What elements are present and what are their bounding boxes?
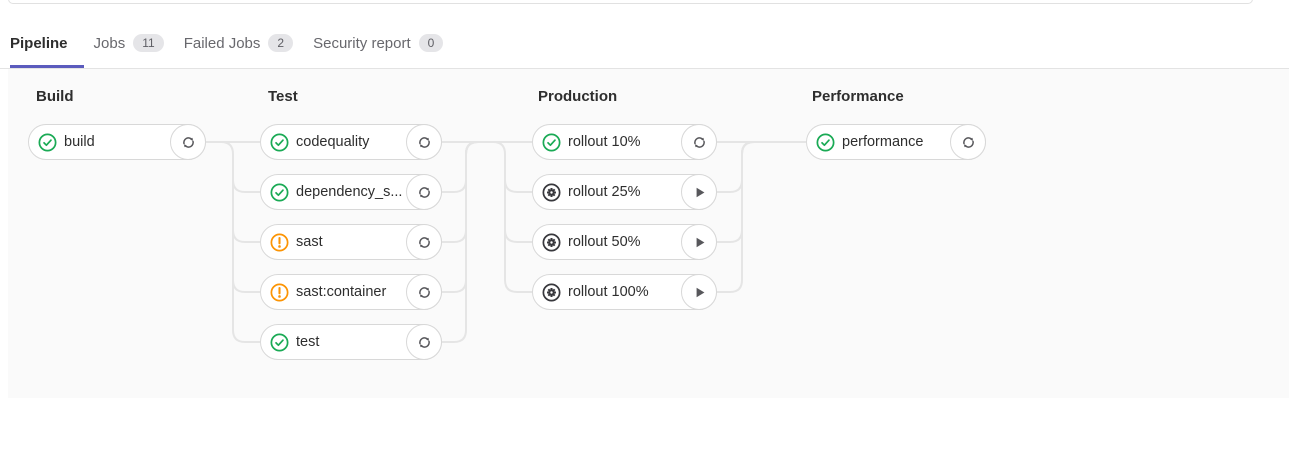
tab-pipeline-label: Pipeline [10, 35, 68, 52]
status-manual-icon [542, 183, 561, 202]
tab-failed-jobs-label: Failed Jobs [183, 34, 261, 52]
status-success-icon [542, 133, 561, 152]
retry-button[interactable] [681, 124, 717, 160]
retry-icon [417, 185, 432, 200]
pipeline-connector-lines [206, 141, 806, 343]
retry-icon [961, 135, 976, 150]
job-dependency-scanning[interactable]: dependency_s... [260, 174, 442, 210]
tab-jobs-label: Jobs [93, 34, 126, 52]
stage-title-performance: Performance [812, 88, 904, 105]
status-success-icon [270, 133, 289, 152]
play-button[interactable] [681, 174, 717, 210]
status-manual-icon [542, 283, 561, 302]
retry-button[interactable] [406, 274, 442, 310]
job-test[interactable]: test [260, 324, 442, 360]
play-icon [692, 235, 707, 250]
failed-jobs-count-badge: 2 [268, 34, 294, 52]
job-label: rollout 25% [568, 184, 641, 200]
job-codequality[interactable]: codequality [260, 124, 442, 160]
job-rollout-50[interactable]: rollout 50% [532, 224, 717, 260]
job-label: rollout 100% [568, 284, 649, 300]
play-button[interactable] [681, 224, 717, 260]
job-label: sast:container [296, 284, 387, 300]
retry-icon [417, 135, 432, 150]
tab-jobs[interactable]: Jobs 11 [84, 24, 174, 68]
pipeline-graph: Build Test Production Performance build … [8, 69, 1289, 398]
retry-icon [181, 135, 196, 150]
security-report-count-badge: 0 [418, 34, 444, 52]
jobs-count-badge: 11 [133, 34, 164, 52]
retry-icon [417, 235, 432, 250]
status-manual-icon [542, 233, 561, 252]
job-label: performance [842, 134, 924, 150]
stage-title-test: Test [268, 88, 298, 105]
retry-button[interactable] [950, 124, 986, 160]
retry-icon [692, 135, 707, 150]
job-sast[interactable]: sast [260, 224, 442, 260]
retry-button[interactable] [406, 174, 442, 210]
tab-security-report-label: Security report [313, 34, 411, 52]
job-rollout-25[interactable]: rollout 25% [532, 174, 717, 210]
status-warning-icon [270, 233, 289, 252]
job-performance[interactable]: performance [806, 124, 986, 160]
status-success-icon [816, 133, 835, 152]
stage-title-build: Build [36, 88, 74, 105]
retry-button[interactable] [170, 124, 206, 160]
tab-security-report[interactable]: Security report 0 [303, 24, 453, 68]
retry-button[interactable] [406, 324, 442, 360]
job-rollout-100[interactable]: rollout 100% [532, 274, 717, 310]
job-label: rollout 10% [568, 134, 641, 150]
stage-title-production: Production [538, 88, 618, 105]
job-label: test [296, 334, 320, 350]
job-label: sast [296, 234, 323, 250]
pipeline-tab-bar: Pipeline Jobs 11 Failed Jobs 2 Security … [0, 0, 1289, 69]
job-label: codequality [296, 134, 370, 150]
status-success-icon [38, 133, 57, 152]
retry-icon [417, 335, 432, 350]
retry-icon [417, 285, 432, 300]
play-icon [692, 285, 707, 300]
tab-failed-jobs[interactable]: Failed Jobs 2 [174, 24, 303, 68]
job-label: build [64, 134, 95, 150]
tab-pipeline[interactable]: Pipeline [10, 25, 84, 68]
job-label: dependency_s... [296, 184, 403, 200]
retry-button[interactable] [406, 224, 442, 260]
job-sast-container[interactable]: sast:container [260, 274, 442, 310]
retry-button[interactable] [406, 124, 442, 160]
status-warning-icon [270, 283, 289, 302]
job-rollout-10[interactable]: rollout 10% [532, 124, 717, 160]
job-label: rollout 50% [568, 234, 641, 250]
play-icon [692, 185, 707, 200]
play-button[interactable] [681, 274, 717, 310]
status-success-icon [270, 333, 289, 352]
status-success-icon [270, 183, 289, 202]
job-build[interactable]: build [28, 124, 206, 160]
